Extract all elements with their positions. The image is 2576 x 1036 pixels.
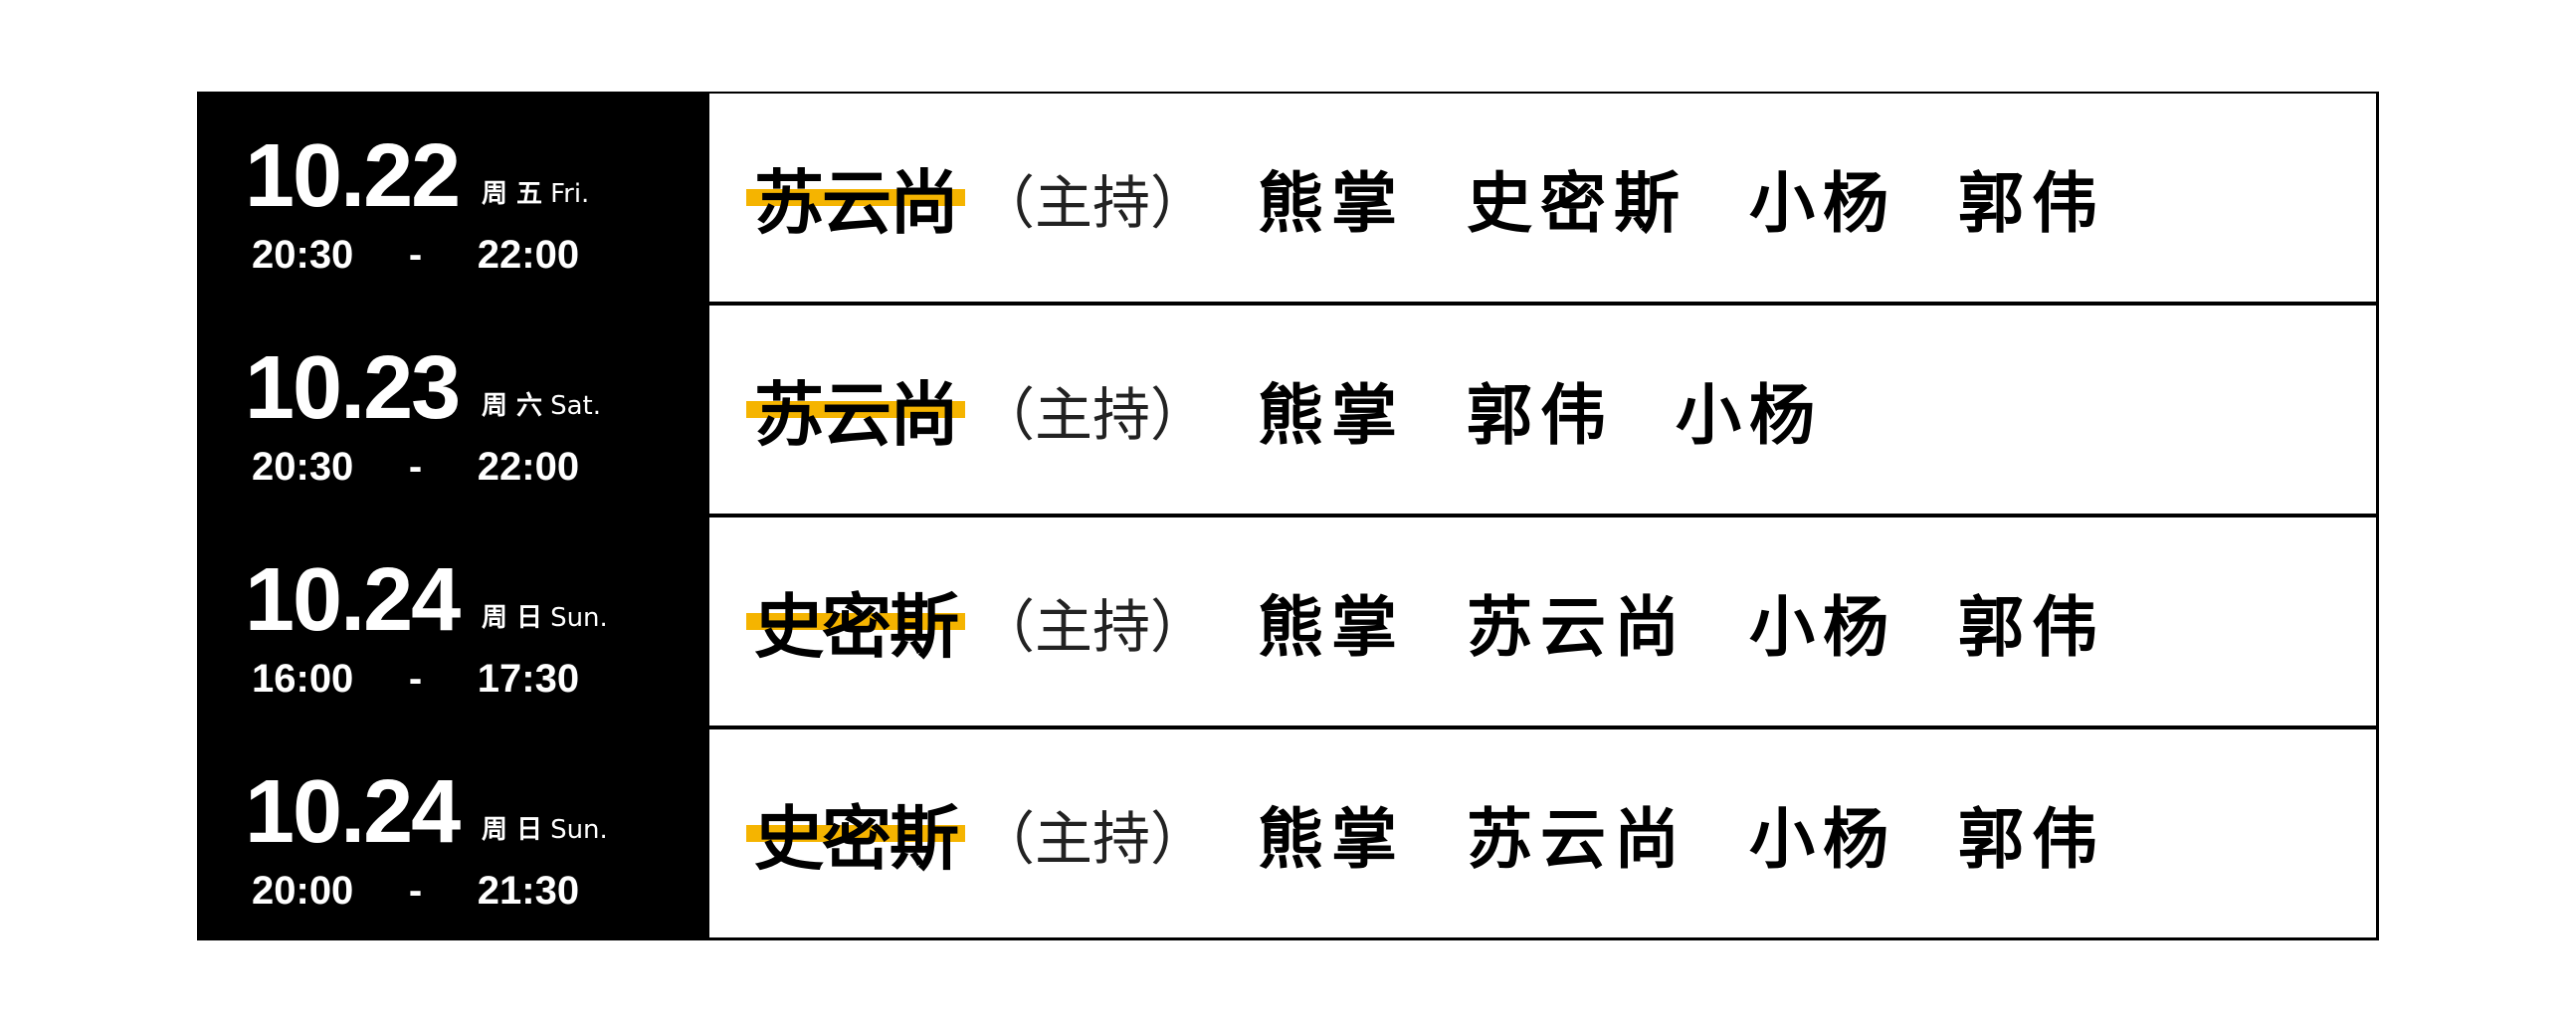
weekday-cn: 周 六 [482, 391, 543, 421]
participants-cell: 苏云尚 （主持） 熊掌郭伟小杨 [709, 306, 2376, 514]
start-time: 16:00 [252, 657, 354, 701]
member-name: 郭伟 [1467, 376, 1615, 454]
member-name: 熊掌 [1258, 588, 1406, 666]
member-name: 苏云尚 [1467, 800, 1688, 878]
weekday-en: Sun. [550, 815, 608, 845]
date: 10.24 [245, 762, 461, 862]
host-name: 史密斯 [746, 571, 965, 672]
host-name: 苏云尚 [746, 147, 965, 248]
participants-cell: 史密斯 （主持） 熊掌苏云尚小杨郭伟 [709, 729, 2376, 937]
time-range: 20:00 - 21:30 [252, 869, 580, 913]
member-name: 熊掌 [1258, 164, 1406, 242]
member-name: 苏云尚 [1467, 588, 1688, 666]
member-name: 小杨 [1749, 588, 1897, 666]
host-role: （主持） [977, 804, 1209, 873]
member-name: 郭伟 [1958, 588, 2106, 666]
participants-cell: 史密斯 （主持） 熊掌苏云尚小杨郭伟 [709, 518, 2376, 725]
weekday-en: Fri. [550, 179, 590, 209]
end-time: 21:30 [477, 869, 580, 913]
member-name: 小杨 [1676, 376, 1824, 454]
weekday-en: Sat. [550, 391, 601, 421]
date: 10.23 [245, 338, 461, 438]
member-name: 小杨 [1749, 800, 1897, 878]
member-name: 熊掌 [1258, 376, 1406, 454]
weekday-cn: 周 五 [482, 179, 543, 209]
date: 10.24 [245, 550, 461, 650]
host-role: （主持） [977, 380, 1209, 449]
weekday-en: Sun. [550, 603, 608, 633]
start-time: 20:00 [252, 869, 354, 913]
start-time: 20:30 [252, 445, 354, 489]
host-role: （主持） [977, 592, 1209, 661]
participants-cell: 苏云尚 （主持） 熊掌史密斯小杨郭伟 [709, 94, 2376, 302]
time-range: 20:30 - 22:00 [252, 445, 580, 489]
start-time: 20:30 [252, 233, 354, 277]
member-name: 郭伟 [1958, 164, 2106, 242]
member-name: 郭伟 [1958, 800, 2106, 878]
member-name: 熊掌 [1258, 800, 1406, 878]
host-role: （主持） [977, 168, 1209, 237]
end-time: 22:00 [477, 233, 580, 277]
date: 10.22 [245, 126, 461, 226]
member-name: 史密斯 [1467, 164, 1688, 242]
member-name: 小杨 [1749, 164, 1897, 242]
weekday-cn: 周 日 [482, 603, 543, 633]
end-time: 22:00 [477, 445, 580, 489]
weekday-cn: 周 日 [482, 815, 543, 845]
host-name: 史密斯 [746, 783, 965, 884]
end-time: 17:30 [477, 657, 580, 701]
host-name: 苏云尚 [746, 359, 965, 460]
time-range: 16:00 - 17:30 [252, 657, 580, 701]
time-range: 20:30 - 22:00 [252, 233, 580, 277]
